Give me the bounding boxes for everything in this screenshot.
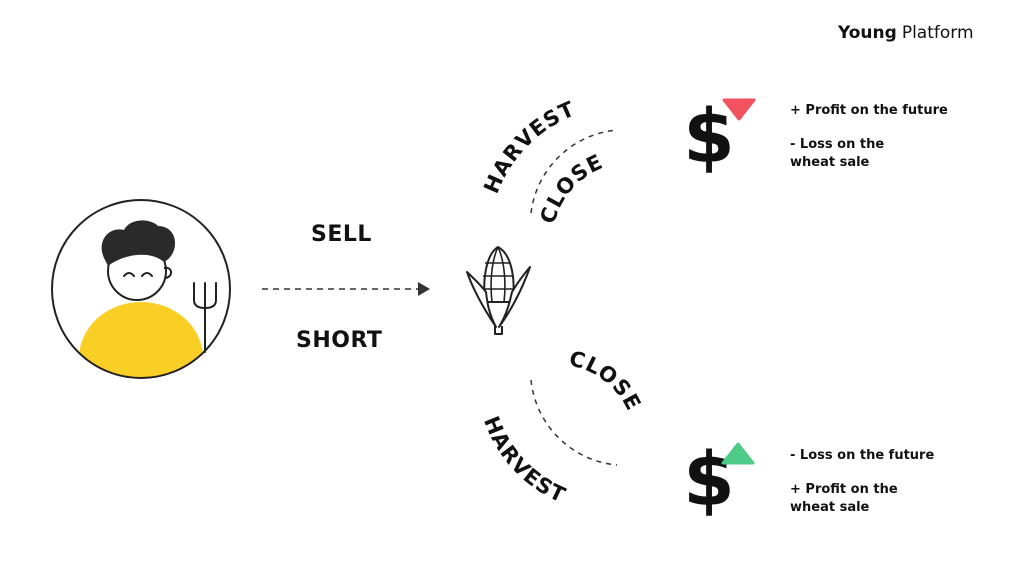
corn-husk-right [498, 266, 531, 328]
top-outcome-line2a: - Loss on the [790, 137, 885, 152]
arrow-down-icon [722, 98, 756, 121]
corn-icon [466, 246, 531, 335]
right-eye [141, 272, 153, 277]
bottom-outcome-line2a: + Profit on the [790, 482, 898, 497]
top-dollar-group: $ [683, 94, 756, 180]
top-outcome-line2b: wheat sale [790, 155, 870, 170]
bottom-close-label: CLOSE [567, 346, 646, 415]
logo-text: Platform [901, 23, 974, 43]
corn-husk-left [466, 271, 497, 328]
brand-logo: Young Platform [838, 20, 974, 46]
hair [101, 220, 176, 266]
sell-label: SELL [311, 222, 372, 247]
arrow-up-icon [721, 442, 755, 465]
bottom-outcome-line1: - Loss on the future [790, 448, 935, 463]
logo-mark: Young [838, 23, 897, 43]
arrow-head-icon [418, 282, 430, 296]
ear [163, 266, 172, 279]
top-dashed-arc [530, 129, 618, 214]
dollar-icon: $ [683, 94, 735, 180]
avatar-frame [51, 199, 231, 379]
left-eye [123, 272, 135, 277]
bottom-dashed-arc [530, 379, 618, 466]
short-label: SHORT [296, 328, 383, 353]
pitchfork-icon [193, 282, 217, 353]
shirt [79, 302, 203, 378]
top-close-label: CLOSE [536, 149, 607, 226]
corn-cob [483, 246, 515, 303]
top-outcome-line1: + Profit on the future [790, 103, 948, 118]
farmer-avatar [51, 199, 231, 379]
top-outcome-notes: + Profit on the future - Loss on the whe… [790, 102, 948, 172]
bottom-outcome-line2b: wheat sale [790, 500, 870, 515]
dollar-icon: $ [683, 437, 735, 523]
bottom-dollar-group: $ [683, 437, 755, 523]
bottom-harvest-label: HARVEST [479, 413, 570, 508]
bottom-outcome-notes: - Loss on the future + Profit on the whe… [790, 447, 934, 517]
sell-short-arrow [262, 282, 430, 296]
